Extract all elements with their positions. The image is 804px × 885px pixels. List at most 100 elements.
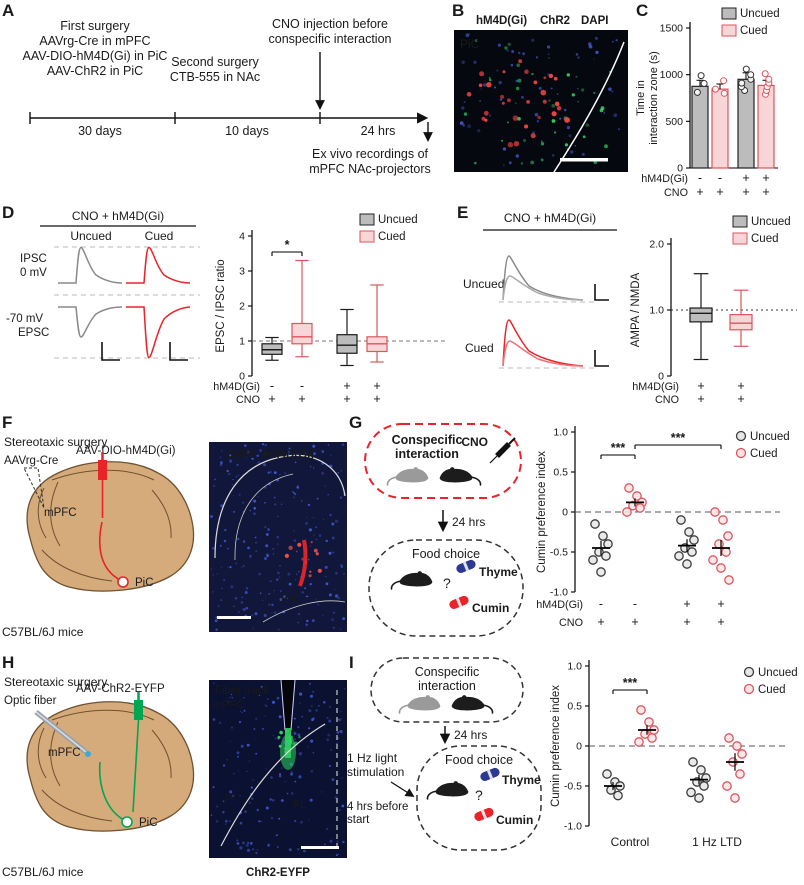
data-point xyxy=(602,769,612,779)
fluorescence-dot xyxy=(594,36,598,40)
legend-dot-uncued xyxy=(743,666,755,678)
fluorescence-dot xyxy=(226,759,228,761)
fluorescence-dot xyxy=(556,106,562,111)
fluorescence-dot xyxy=(235,562,237,564)
fluorescence-dot xyxy=(548,99,551,102)
fluorescence-dot xyxy=(474,39,478,42)
fluorescence-dot xyxy=(287,450,290,453)
legend-swatch-uncued xyxy=(359,213,375,226)
xrow-value: + xyxy=(742,185,749,199)
legend-uncued: Uncued xyxy=(740,8,780,20)
fluorescence-dot xyxy=(488,114,492,117)
fluorescence-dots-f xyxy=(210,443,346,631)
fluorescence-dot xyxy=(232,478,234,481)
fluorescence-dot xyxy=(341,566,343,568)
fluorescence-dot xyxy=(250,786,253,789)
stim-arrow xyxy=(390,781,415,797)
fluorescence-dot xyxy=(279,473,281,476)
panel-i-label: I xyxy=(349,653,354,672)
b-legend-dapi: DAPI xyxy=(581,15,608,27)
g-food-choice: Food choice xyxy=(412,547,480,561)
fluorescence-dot xyxy=(307,558,310,561)
legend-swatch-uncued xyxy=(721,7,737,20)
anatomy-line xyxy=(151,729,172,779)
fluorescence-dot xyxy=(253,728,256,730)
fluorescence-dot xyxy=(240,601,244,604)
fluorescence-dot xyxy=(325,539,328,543)
fluorescence-dot xyxy=(324,485,326,487)
fluorescence-dot xyxy=(502,147,506,151)
cumin-capsule-icon xyxy=(474,807,494,821)
fluorescence-dot xyxy=(284,472,287,475)
fluorescence-dot xyxy=(260,685,263,688)
fluorescence-dot xyxy=(462,124,465,127)
fluorescence-dot xyxy=(321,791,323,793)
fluorescence-dot xyxy=(501,139,503,142)
panel-d-traces: D CNO + hM4D(Gi) Uncued Cued IPSC 0 mV -… xyxy=(2,203,200,361)
scale-bar xyxy=(217,616,251,619)
fluorescence-dot xyxy=(341,443,345,446)
fiber-track-edge-1 xyxy=(280,680,286,731)
fluorescence-dot xyxy=(338,718,340,721)
cerebellum-line-1 xyxy=(37,487,47,539)
fluorescence-dot xyxy=(265,544,269,548)
fluorescence-dot xyxy=(330,749,332,751)
legend-swatch-cued xyxy=(732,232,748,245)
box xyxy=(291,322,313,345)
panel-f-micrograph: DAPI hM4D(Gi) PiC xyxy=(209,442,347,632)
fluorescence-dot xyxy=(483,110,489,116)
fluorescence-dot xyxy=(335,854,338,856)
g-question: ? xyxy=(443,575,451,591)
fluorescence-dot xyxy=(210,814,213,816)
fluorescence-dot xyxy=(229,566,232,569)
fluorescence-dot xyxy=(563,108,567,112)
xrow-value: + xyxy=(737,379,744,393)
fluorescence-dot xyxy=(315,552,319,556)
h-img-label: ChR2-EYFP xyxy=(246,867,310,879)
fluorescence-dot xyxy=(553,76,558,81)
uncued-nmda-trace xyxy=(502,275,584,301)
fluorescence-dot xyxy=(293,492,297,496)
fluorescence-dot xyxy=(547,45,551,49)
data-point xyxy=(613,790,623,801)
e-row-uncued: Uncued xyxy=(463,277,504,291)
fluorescence-dot xyxy=(247,841,250,844)
fluorescence-dot xyxy=(233,510,236,513)
fluorescence-dot xyxy=(540,142,545,146)
fluorescence-dot xyxy=(499,98,503,101)
mouse-silhouette xyxy=(399,571,433,587)
fluorescence-dot xyxy=(297,542,302,547)
fluorescence-dot xyxy=(272,799,275,802)
capsule-band xyxy=(455,597,463,608)
fluorescence-dot xyxy=(581,152,585,156)
fluorescence-dot xyxy=(309,798,313,802)
fluorescence-dot xyxy=(329,513,332,516)
fluorescence-dot xyxy=(297,733,301,737)
data-point xyxy=(742,65,750,73)
capsule-band xyxy=(480,809,488,820)
fluorescence-dot xyxy=(324,565,328,569)
data-point xyxy=(603,539,613,549)
xrow-value: - xyxy=(633,597,637,611)
g-interaction-2: interaction xyxy=(395,447,459,461)
d-header: CNO + hM4D(Gi) xyxy=(72,209,164,223)
g-thyme-label: Thyme xyxy=(479,565,518,579)
pic-target-circle xyxy=(121,816,133,828)
panel-i-schematic: I Conspecific interaction 24 hrs 1 Hz li… xyxy=(347,653,542,851)
fluorescence-dot xyxy=(582,135,586,139)
xrow-value: + xyxy=(762,185,769,199)
d-col-uncued: Uncued xyxy=(70,229,111,243)
fluorescence-dot xyxy=(234,597,238,600)
fluorescence-dot xyxy=(556,93,559,95)
fluorescence-dot xyxy=(230,726,234,729)
fluorescence-dot xyxy=(326,716,329,719)
fluorescence-dot xyxy=(264,452,266,455)
fluorescence-dot xyxy=(618,128,620,131)
legend-uncued: Uncued xyxy=(751,216,791,228)
fluorescence-dot xyxy=(581,88,585,92)
fluorescence-dot xyxy=(258,694,260,696)
food-choice-ellipse xyxy=(368,539,524,637)
fluorescence-dot xyxy=(336,742,338,745)
fluorescence-dot xyxy=(236,463,239,467)
fluorescence-dot xyxy=(287,597,289,599)
